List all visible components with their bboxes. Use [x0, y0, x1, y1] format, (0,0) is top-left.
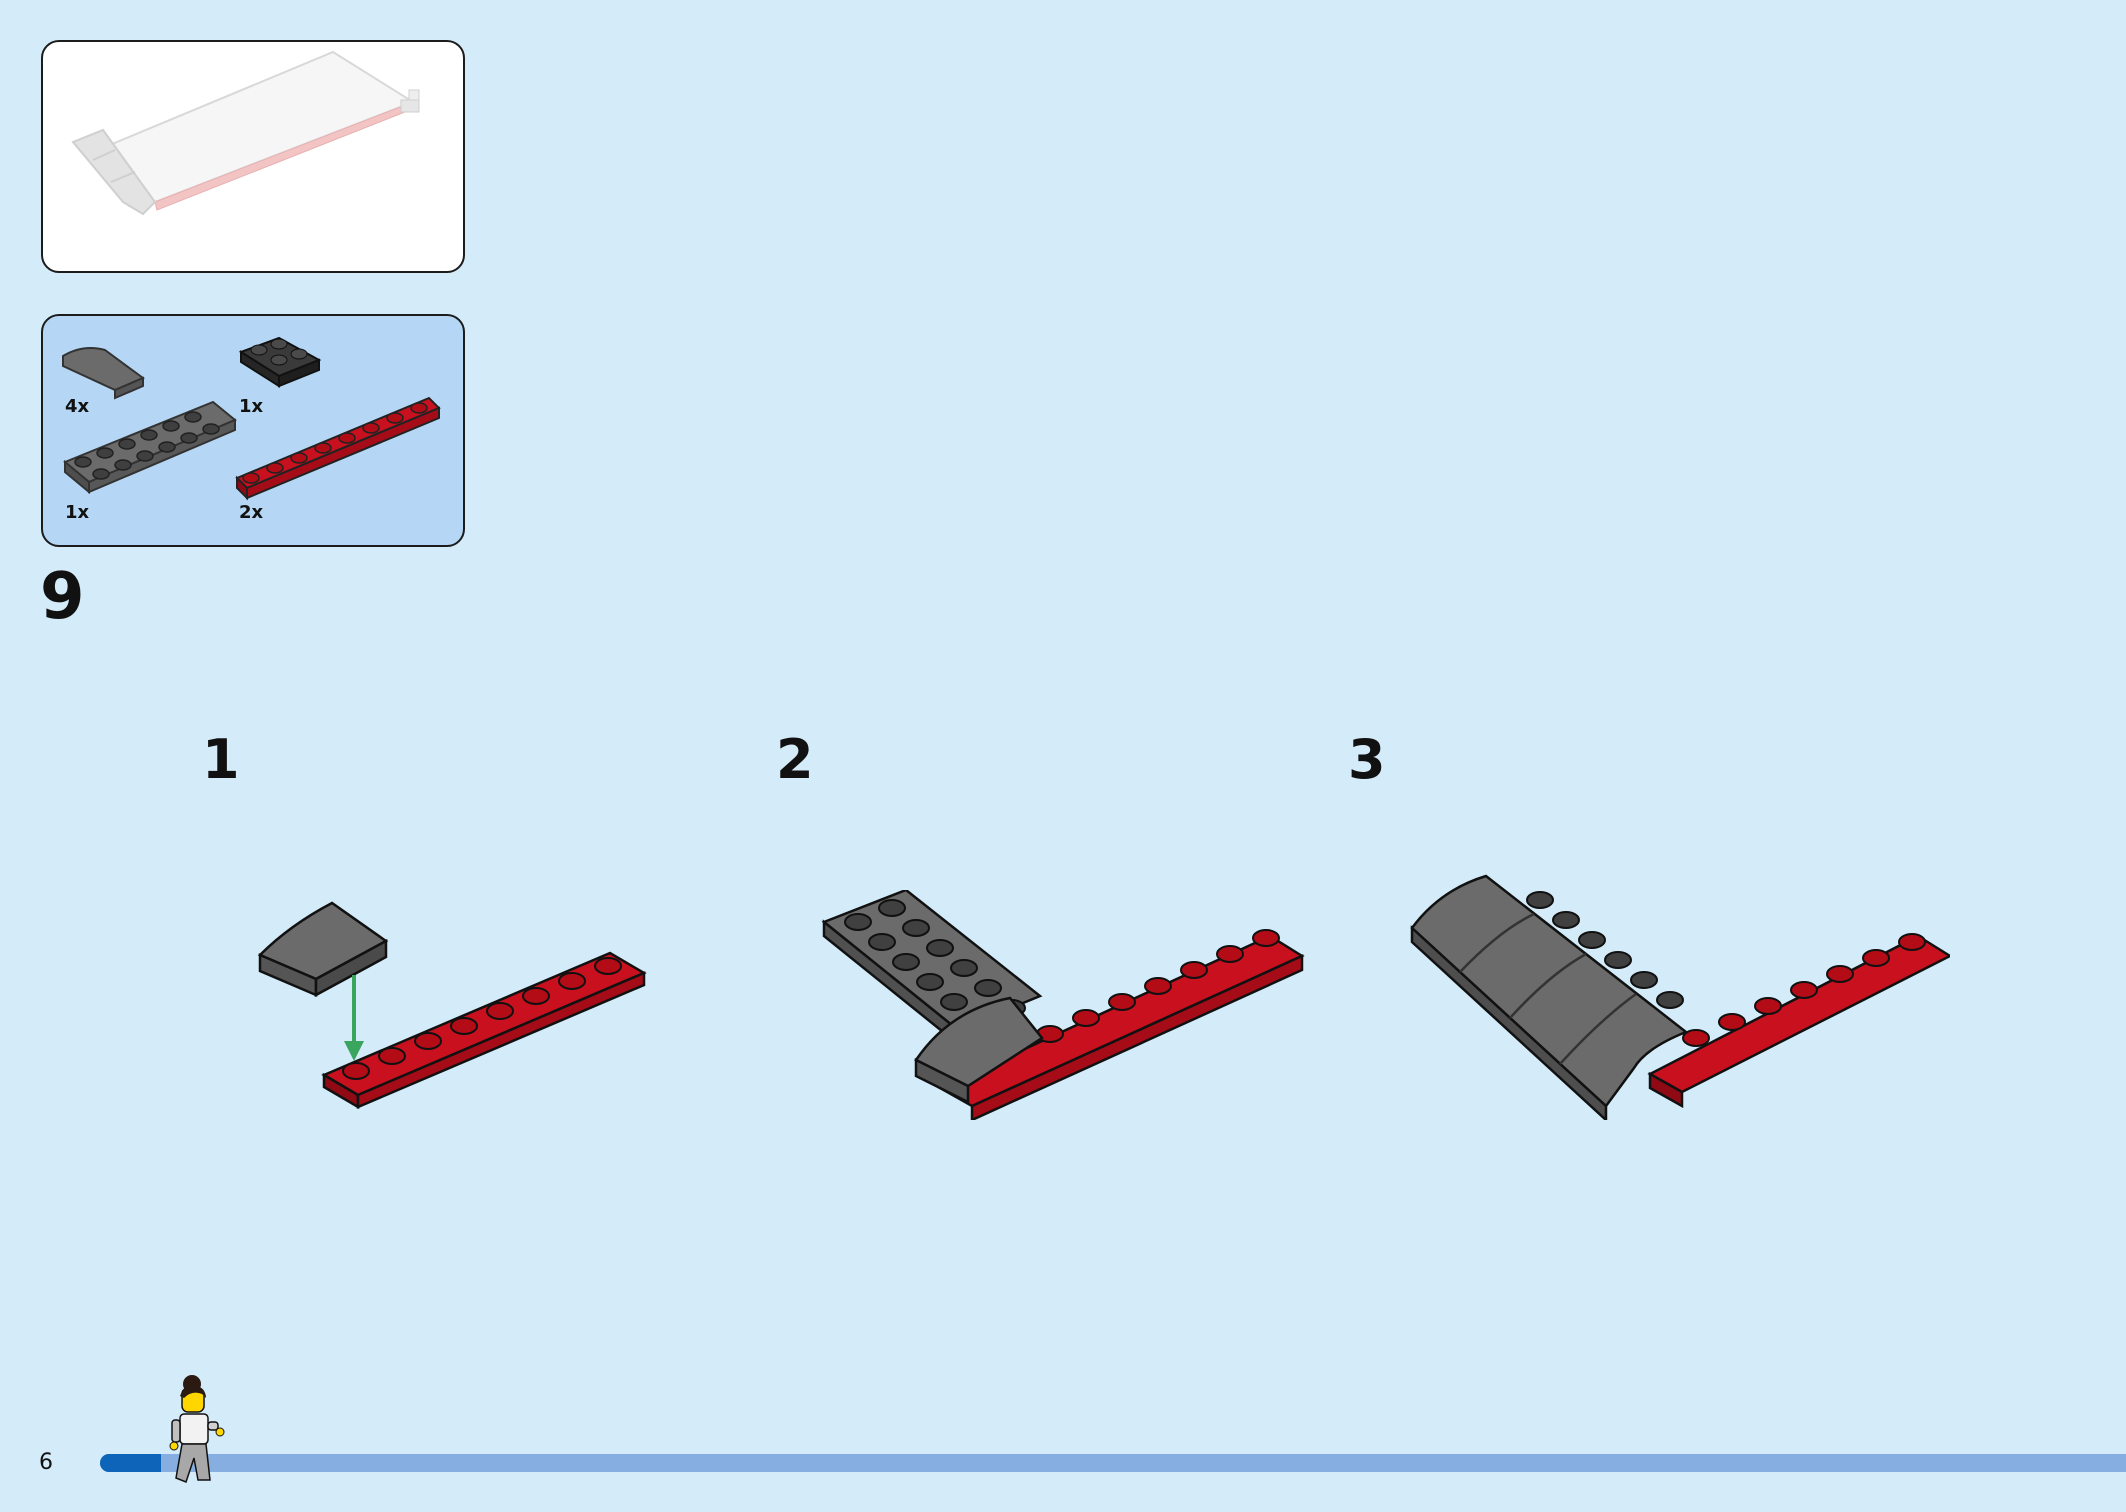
part-quantity: 1x [239, 396, 264, 417]
curved-slope-piece [914, 996, 1044, 1105]
red-plate [937, 929, 1305, 1120]
part-red-plate [235, 396, 441, 501]
part-quantity: 4x [65, 396, 90, 417]
preview-model-illustration [71, 50, 420, 216]
curved-slope-piece [257, 901, 389, 998]
dark-gray-plate [821, 890, 1043, 1047]
substep-number: 3 [1348, 728, 1386, 791]
step-number: 9 [40, 560, 85, 634]
part-quantity: 1x [65, 502, 90, 523]
progress-bar-fill [100, 1454, 161, 1472]
parts-list-panel: 4x 1x 1x 2x [41, 314, 465, 547]
minifigure-icon [169, 1375, 225, 1483]
part-quantity: 2x [239, 502, 264, 523]
page-number: 6 [39, 1450, 53, 1475]
parts-illustrations [62, 336, 441, 501]
substep-number: 2 [776, 728, 814, 791]
placement-arrow-icon [344, 975, 364, 1061]
substep-1-illustration [257, 901, 647, 1110]
substep-3-illustration [1410, 874, 1950, 1120]
part-black-plate-side-studs [238, 336, 322, 388]
part-curved-slope [62, 347, 145, 400]
preview-panel [41, 40, 465, 273]
red-plate [321, 951, 647, 1110]
substep-number: 1 [202, 728, 240, 791]
part-dark-gray-plate [63, 400, 237, 495]
dark-gray-plate-studs [1526, 891, 1684, 1009]
curved-slope-row [1410, 874, 1689, 1120]
progress-bar [100, 1454, 2126, 1472]
substep-2-illustration [821, 890, 1305, 1120]
red-plate [1647, 933, 1950, 1109]
